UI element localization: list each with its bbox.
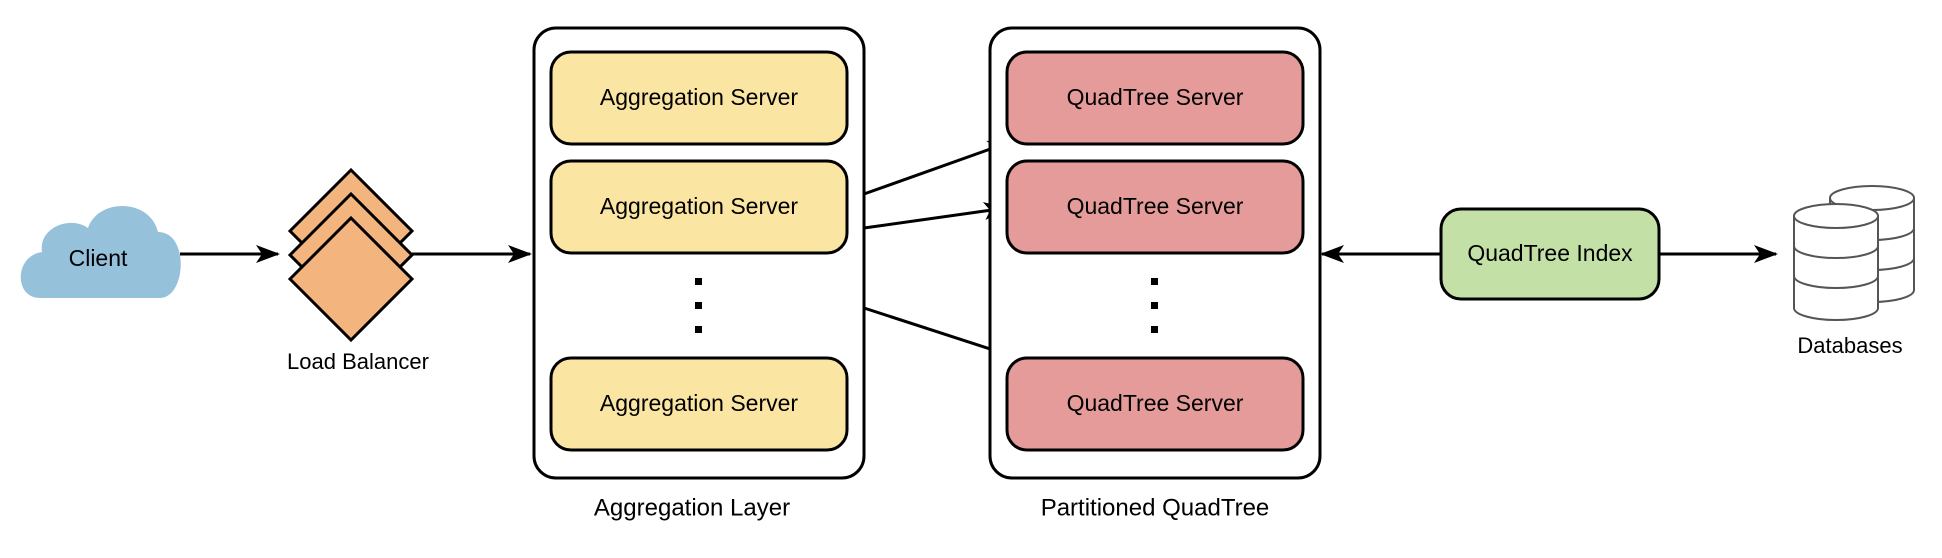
load-balancer-label: Load Balancer (287, 349, 429, 374)
client-node: Client (20, 205, 181, 298)
databases-label: Databases (1797, 333, 1902, 358)
aggregation-server: Aggregation Server (549, 356, 849, 452)
cloud-icon (20, 205, 181, 298)
arrow-aggregation-to-quadtree-2 (863, 202, 1008, 230)
partitioned-quadtree-label: Partitioned QuadTree (1041, 494, 1270, 521)
arrow-aggregation-to-quadtree-1 (863, 140, 1012, 196)
aggregation-layer: Aggregation Server Aggregation Server Ag… (532, 26, 866, 521)
quadtree-index-label: QuadTree Index (1467, 240, 1633, 266)
load-balancer-diamond-front (287, 215, 415, 343)
aggregation-server-label: Aggregation Server (600, 84, 799, 110)
aggregation-layer-label: Aggregation Layer (594, 494, 790, 521)
aggregation-server-label: Aggregation Server (600, 390, 799, 416)
quadtree-server-label: QuadTree Server (1067, 390, 1244, 416)
partitioned-quadtree: QuadTree Server QuadTree Server QuadTree… (988, 26, 1322, 521)
aggregation-server: Aggregation Server (549, 50, 849, 146)
client-label: Client (69, 245, 128, 271)
quadtree-server-label: QuadTree Server (1067, 193, 1244, 219)
quadtree-server-label: QuadTree Server (1067, 84, 1244, 110)
database-icon-front (1793, 203, 1879, 321)
quadtree-server: QuadTree Server (1005, 50, 1305, 146)
aggregation-server: Aggregation Server (549, 159, 849, 255)
aggregation-server-label: Aggregation Server (600, 193, 799, 219)
databases-node: Databases (1793, 185, 1915, 358)
ellipsis-dots (695, 278, 702, 333)
ellipsis-dots (1151, 278, 1158, 333)
load-balancer-node: Load Balancer (287, 167, 429, 374)
quadtree-index-node: QuadTree Index (1439, 207, 1661, 301)
quadtree-server: QuadTree Server (1005, 356, 1305, 452)
quadtree-server: QuadTree Server (1005, 159, 1305, 255)
